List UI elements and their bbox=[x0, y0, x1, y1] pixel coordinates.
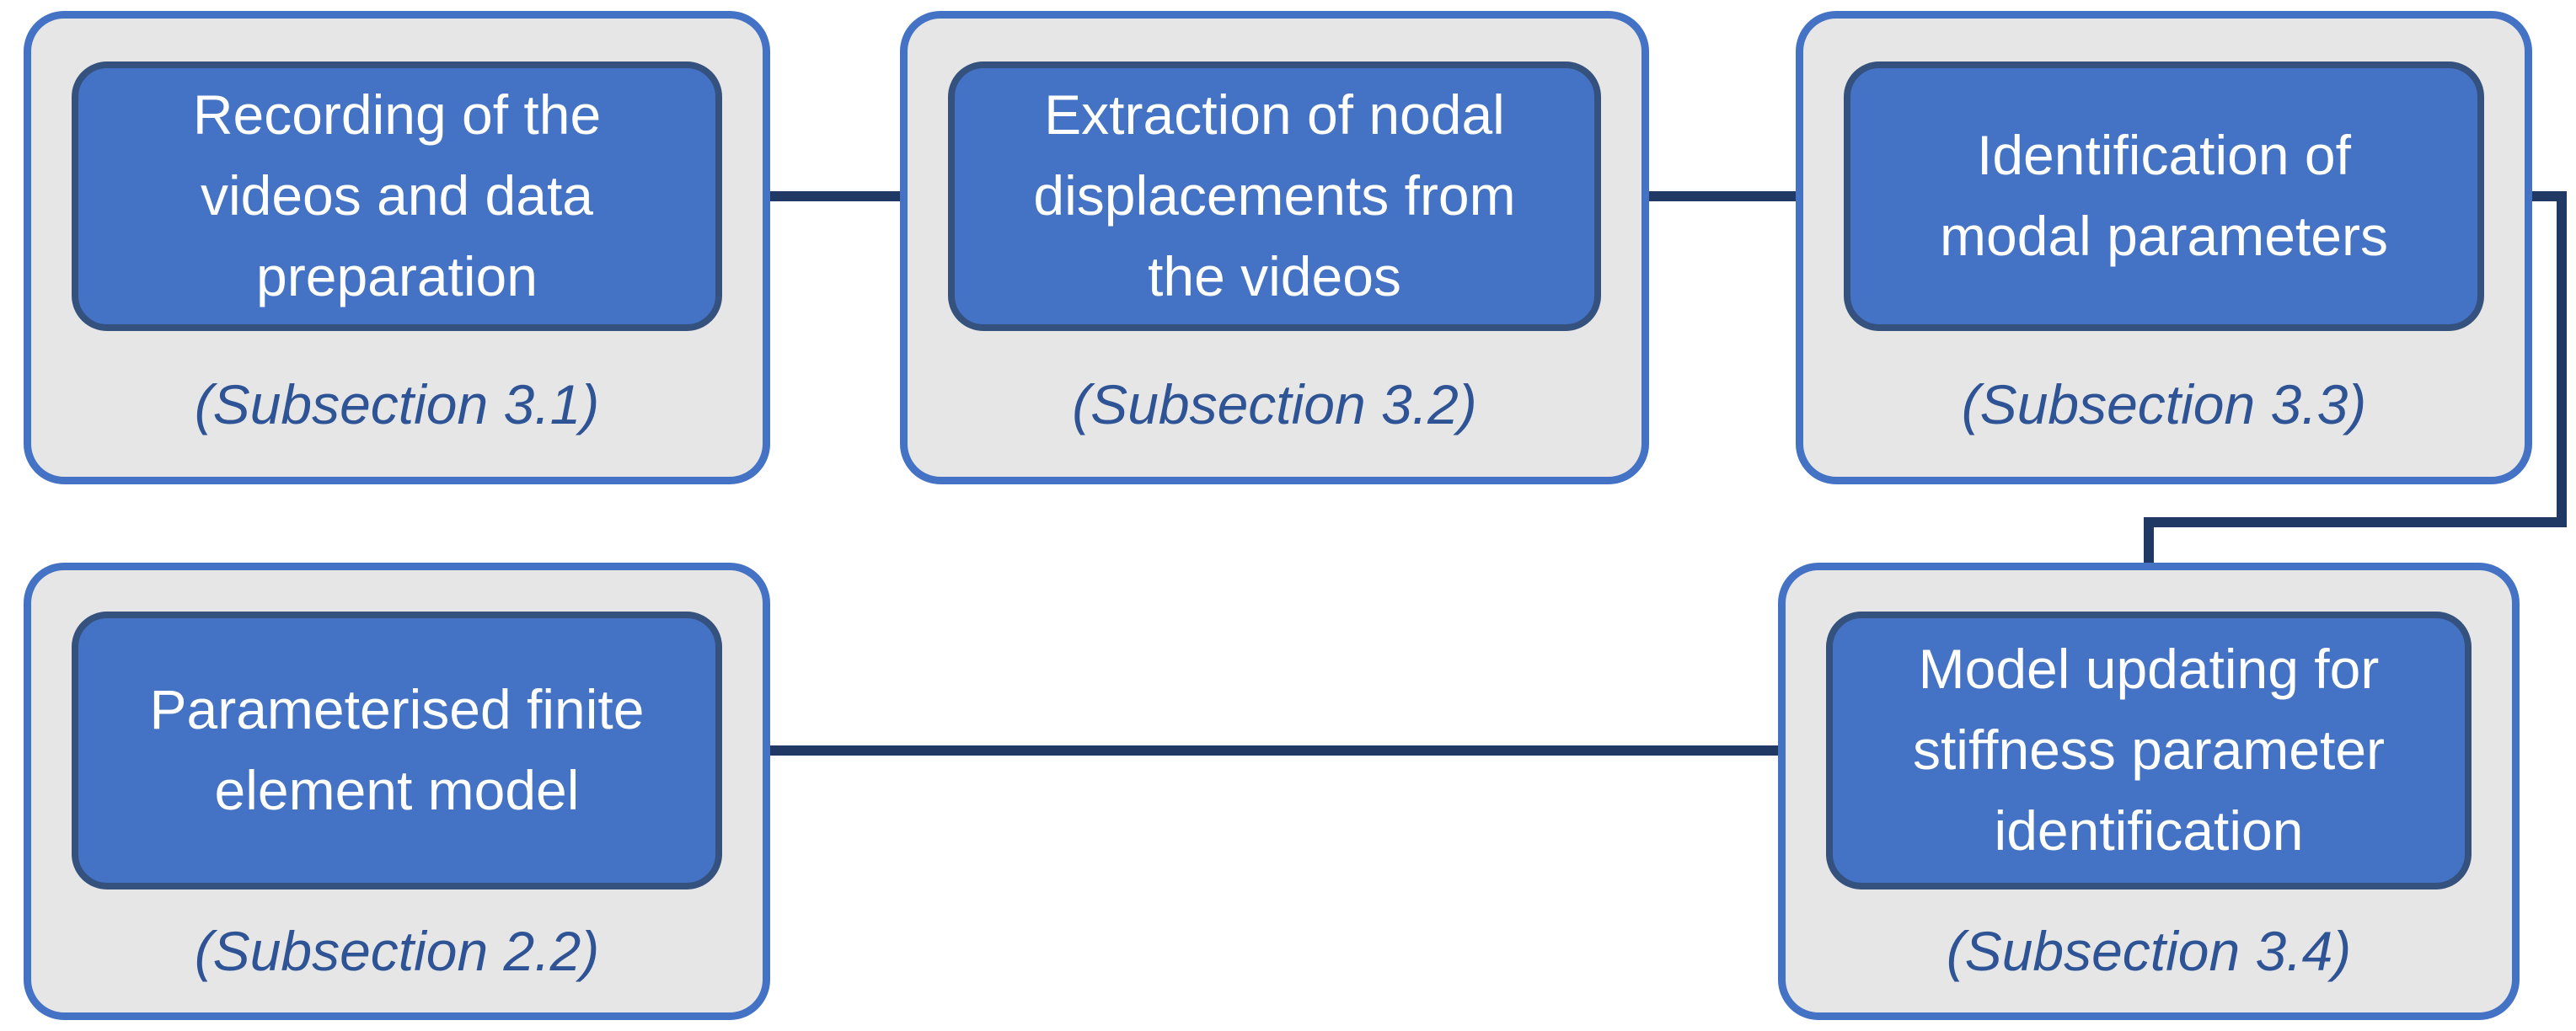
step-box-model-updating: Model updating for stiffness parameter i… bbox=[1826, 612, 2472, 889]
step-box-recording: Recording of the videos and data prepara… bbox=[72, 61, 722, 331]
step-title: Model updating for stiffness parameter i… bbox=[1912, 638, 2386, 862]
step-title: Parameterised finite element model bbox=[149, 678, 645, 821]
subsection-label: (Subsection 3.4) bbox=[1946, 920, 2352, 982]
node-extraction: Extraction of nodal displacements from t… bbox=[900, 11, 1649, 484]
step-title: Identification of modal parameters bbox=[1940, 124, 2388, 267]
node-model-updating: Model updating for stiffness parameter i… bbox=[1778, 563, 2520, 1020]
subsection-label: (Subsection 2.2) bbox=[194, 920, 600, 982]
step-title: Extraction of nodal displacements from t… bbox=[1033, 83, 1516, 307]
step-box-identification: Identification of modal parameters bbox=[1844, 61, 2484, 331]
step-box-fe-model: Parameterised finite element model bbox=[72, 612, 722, 889]
subsection-label: (Subsection 3.3) bbox=[1961, 372, 2367, 435]
step-box-extraction: Extraction of nodal displacements from t… bbox=[948, 61, 1601, 331]
subsection-label: (Subsection 3.1) bbox=[194, 372, 600, 435]
arrow-fe-model-to-model-updating bbox=[722, 729, 1826, 772]
node-recording: Recording of the videos and data prepara… bbox=[24, 11, 770, 484]
node-fe-model: Parameterised finite element model (Subs… bbox=[24, 563, 770, 1020]
node-identification: Identification of modal parameters (Subs… bbox=[1796, 11, 2532, 484]
step-title: Recording of the videos and data prepara… bbox=[192, 83, 602, 307]
subsection-label: (Subsection 3.2) bbox=[1072, 372, 1477, 435]
